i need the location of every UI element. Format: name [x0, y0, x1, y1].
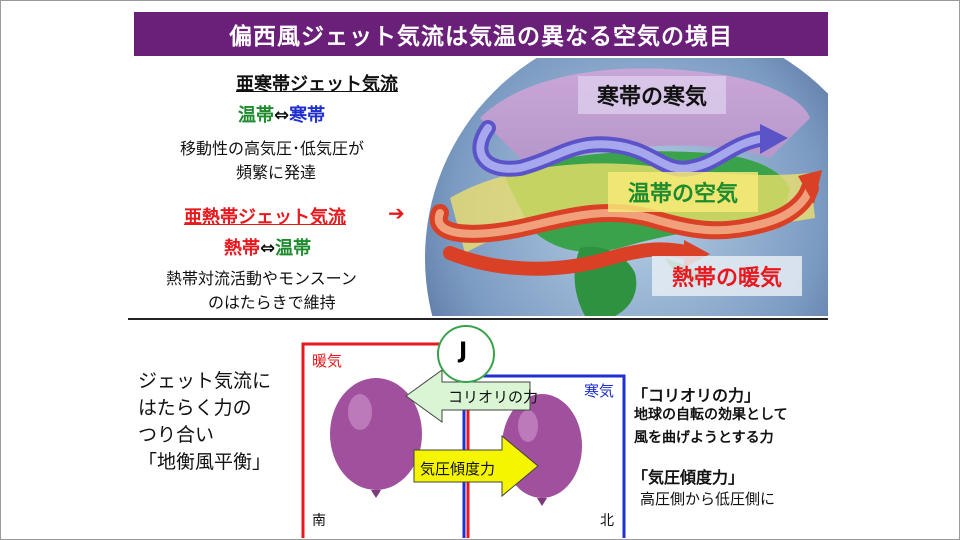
coriolis-heading: 「コリオリの力」 — [632, 386, 761, 405]
coriolis-desc-line-1: 地球の自転の効果として — [634, 407, 788, 423]
globe-label-tropical: 熱帯の暖気 — [672, 265, 782, 291]
subpolar-jet-heading: 亜寒帯ジェット気流 — [236, 74, 398, 95]
pressure-gradient-arrow — [413, 434, 539, 498]
coriolis-arrow-label: コリオリの力 — [448, 388, 539, 406]
globe-label-cold-box: 寒帯の寒気 — [578, 76, 726, 114]
south-label: 南 — [312, 513, 326, 529]
exchange-icon: ⇔ — [274, 105, 290, 126]
subtropical-desc-line-1: 熱帯対流活動やモンスーン — [166, 269, 357, 288]
slide-title: 偏西風ジェット気流は気温の異なる空気の境目 — [134, 12, 828, 56]
balance-title-line-1: ジェット気流に — [138, 370, 272, 392]
globe-label-temperate-box: 温帯の空気 — [608, 172, 758, 212]
cold-air-label: 寒気 — [584, 382, 615, 400]
jet-marker — [437, 325, 495, 383]
subtropical-arrow-icon: ➔ — [388, 201, 405, 225]
exchange-icon: ⇔ — [260, 238, 276, 259]
globe-label-tropical-box: 熱帯の暖気 — [652, 256, 802, 296]
zone-temperate-label: 温帯 — [275, 238, 312, 259]
warm-air-frame — [301, 342, 470, 538]
globe-label-temperate: 温帯の空気 — [628, 181, 738, 207]
subtropical-jet-heading: 亜熱帯ジェット気流 — [184, 207, 346, 228]
north-label: 北 — [600, 513, 614, 529]
globe-label-cold: 寒帯の寒気 — [597, 84, 707, 110]
coriolis-desc-line-2: 風を曲げようとする力 — [634, 430, 774, 446]
pressure-arrow-label: 気圧傾度力 — [420, 460, 496, 478]
balance-title-line-2: はたらく力の — [138, 397, 252, 419]
pressure-heading: 「気圧傾度力」 — [632, 468, 745, 487]
subpolar-desc-line-1: 移動性の高気圧･低気圧が — [180, 139, 365, 158]
pressure-desc: 高圧側から低圧側に — [640, 490, 776, 508]
balloon-warm — [330, 378, 422, 498]
zone-tropical-label: 熱帯 — [224, 238, 260, 259]
balance-title-line-4: 「地衡風平衡」 — [138, 451, 272, 473]
subtropical-desc-line-2: のはたらきで維持 — [208, 293, 336, 312]
coriolis-arrow — [405, 369, 531, 423]
warm-air-label: 暖気 — [312, 352, 343, 370]
section-divider — [128, 318, 828, 320]
zone-polar-label: 寒帯 — [289, 105, 326, 126]
jet-marker-label: J — [459, 339, 468, 364]
subpolar-zones: 温帯⇔寒帯 — [238, 101, 325, 127]
geostrophic-balance-diagram — [301, 325, 626, 538]
balance-title-line-3: つり合い — [138, 424, 215, 446]
zone-temperate-label: 温帯 — [238, 105, 274, 126]
subpolar-desc-line-2: 頻繁に発達 — [236, 163, 317, 182]
globe-jet-illustration: 寒帯の寒気 温帯の空気 熱帯の暖気 — [410, 58, 828, 316]
subtropical-zones: 熱帯⇔温帯 — [224, 234, 311, 260]
